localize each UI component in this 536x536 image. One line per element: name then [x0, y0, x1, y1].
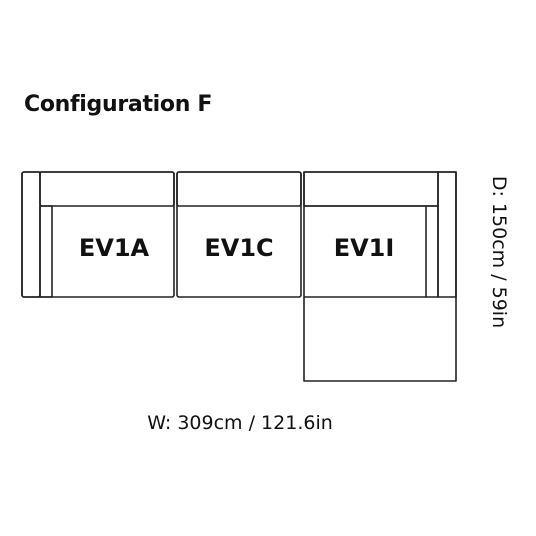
module-ev1i-arm-inner — [425, 205, 439, 298]
module-ev1a-outline — [21, 171, 175, 298]
module-ev1c-outline — [176, 171, 302, 298]
module-ev1i-armrest — [437, 171, 457, 298]
module-ev1i-backrest — [303, 171, 439, 207]
module-ev1i-label: EV1I — [334, 234, 395, 262]
module-ev1i-outline — [303, 171, 457, 382]
module-ev1c-label: EV1C — [204, 234, 273, 262]
module-ev1c-backrest — [176, 171, 302, 207]
module-ev1a-label: EV1A — [79, 234, 150, 262]
depth-dimension: D: 150cm / 59in — [488, 176, 510, 328]
module-ev1a-armrest — [21, 171, 41, 298]
module-ev1a-arm-inner — [39, 205, 53, 298]
module-ev1i-frame — [303, 171, 457, 382]
width-dimension: W: 309cm / 121.6in — [147, 412, 333, 434]
module-ev1a-backrest — [39, 171, 175, 207]
module-ev1i-seat-edge — [304, 205, 426, 298]
configuration-title: Configuration F — [24, 92, 213, 117]
